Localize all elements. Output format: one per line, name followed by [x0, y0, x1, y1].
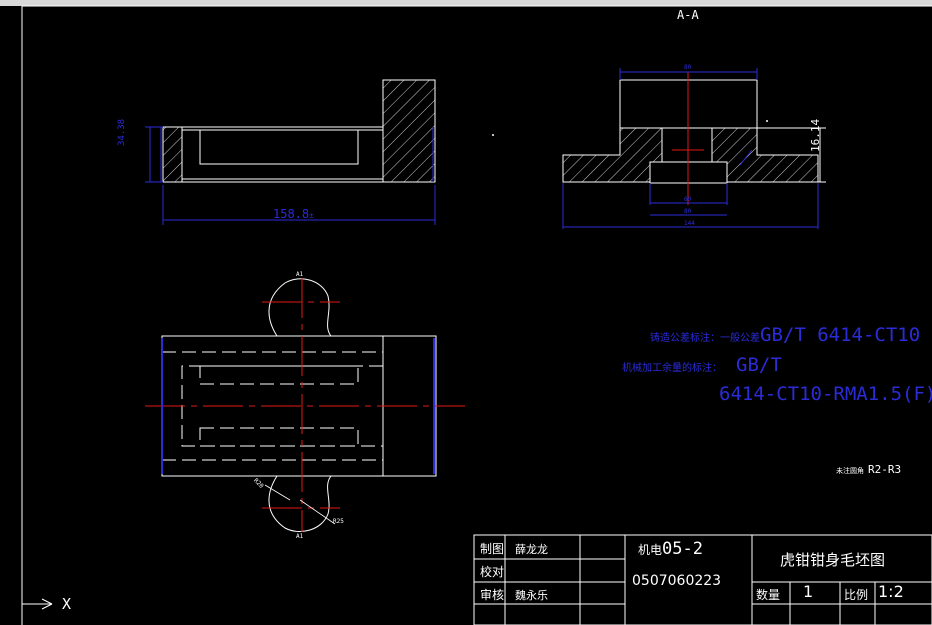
radius-bottom-label: A1: [296, 533, 304, 540]
tb-student-id: 0507060223: [632, 573, 722, 589]
tb-drawn-label: 制图: [480, 542, 505, 556]
note-machining-value-b: 6414-CT10-RMA1.5(F): [719, 383, 932, 405]
section-view-centerlines: [672, 72, 704, 205]
section-height-dim: [757, 127, 826, 183]
tb-class-label: 机电: [638, 543, 663, 557]
note-fillet-label: 未注圆角: [836, 467, 864, 475]
dim-144: 144: [684, 220, 695, 227]
note-machining-value-a: GB/T: [736, 354, 782, 376]
note-casting-tolerance-label: 铸造公差标注：一般公差: [650, 333, 760, 344]
marker-dot: [766, 120, 768, 122]
front-view: [162, 79, 436, 183]
top-view: [161, 278, 437, 532]
tb-qty-label: 数量: [756, 588, 781, 602]
ucs-x-label: X: [62, 595, 72, 613]
tb-qty-value: 1: [803, 582, 814, 601]
tb-drawing-title: 虎钳钳身毛坯图: [780, 551, 886, 569]
overall-length-dim: 158.8±: [273, 207, 314, 221]
note-fillet-value: R2-R3: [868, 463, 902, 476]
note-casting-tolerance-value: GB/T 6414-CT10: [760, 324, 921, 346]
radius-r25-label: R25: [333, 518, 344, 525]
note-fillet: 未注圆角 R2-R3: [836, 458, 901, 477]
note-machining-label: 机械加工余量的标注：: [622, 363, 722, 374]
section-label: A-A: [677, 8, 699, 22]
section-height-dim-label: 16.14: [809, 118, 822, 152]
overall-length-suffix: ±: [309, 211, 314, 220]
dim-60: 60: [684, 196, 692, 203]
tb-check-label: 校对: [480, 565, 505, 579]
top-scrollbar[interactable]: [0, 0, 932, 6]
ucs-icon: [22, 598, 53, 610]
top-view-blue-edges: [161, 338, 435, 474]
marker-dot: [492, 134, 494, 136]
tb-scale-value: 1:2: [878, 582, 904, 601]
section-view: [562, 79, 819, 184]
tb-class: 机电05-2: [638, 539, 703, 559]
tb-scale-label: 比例: [844, 588, 869, 602]
side-height-dim: 34.38: [117, 118, 127, 146]
tb-class-code: 05-2: [662, 539, 703, 559]
tb-drawn-name: 薛龙龙: [515, 543, 548, 556]
note-casting-tolerance: 铸造公差标注：一般公差GB/T 6414-CT10: [650, 324, 920, 346]
radius-top-label: A1: [296, 271, 304, 278]
tb-review-label: 审核: [480, 588, 505, 602]
top-view-radius-leaders: [264, 484, 336, 525]
dim-80: 80: [684, 208, 692, 215]
top-view-centerlines: [145, 278, 465, 532]
section-view-dims: [562, 68, 819, 229]
tb-review-name: 魏永乐: [515, 589, 548, 602]
overall-length-value: 158.8: [273, 207, 310, 221]
front-view-dims: [145, 126, 436, 225]
note-machining-allowance: 机械加工余量的标注： GB/T: [622, 354, 782, 376]
top-width-dim: 80: [684, 64, 692, 71]
title-block-grid: [473, 534, 932, 625]
